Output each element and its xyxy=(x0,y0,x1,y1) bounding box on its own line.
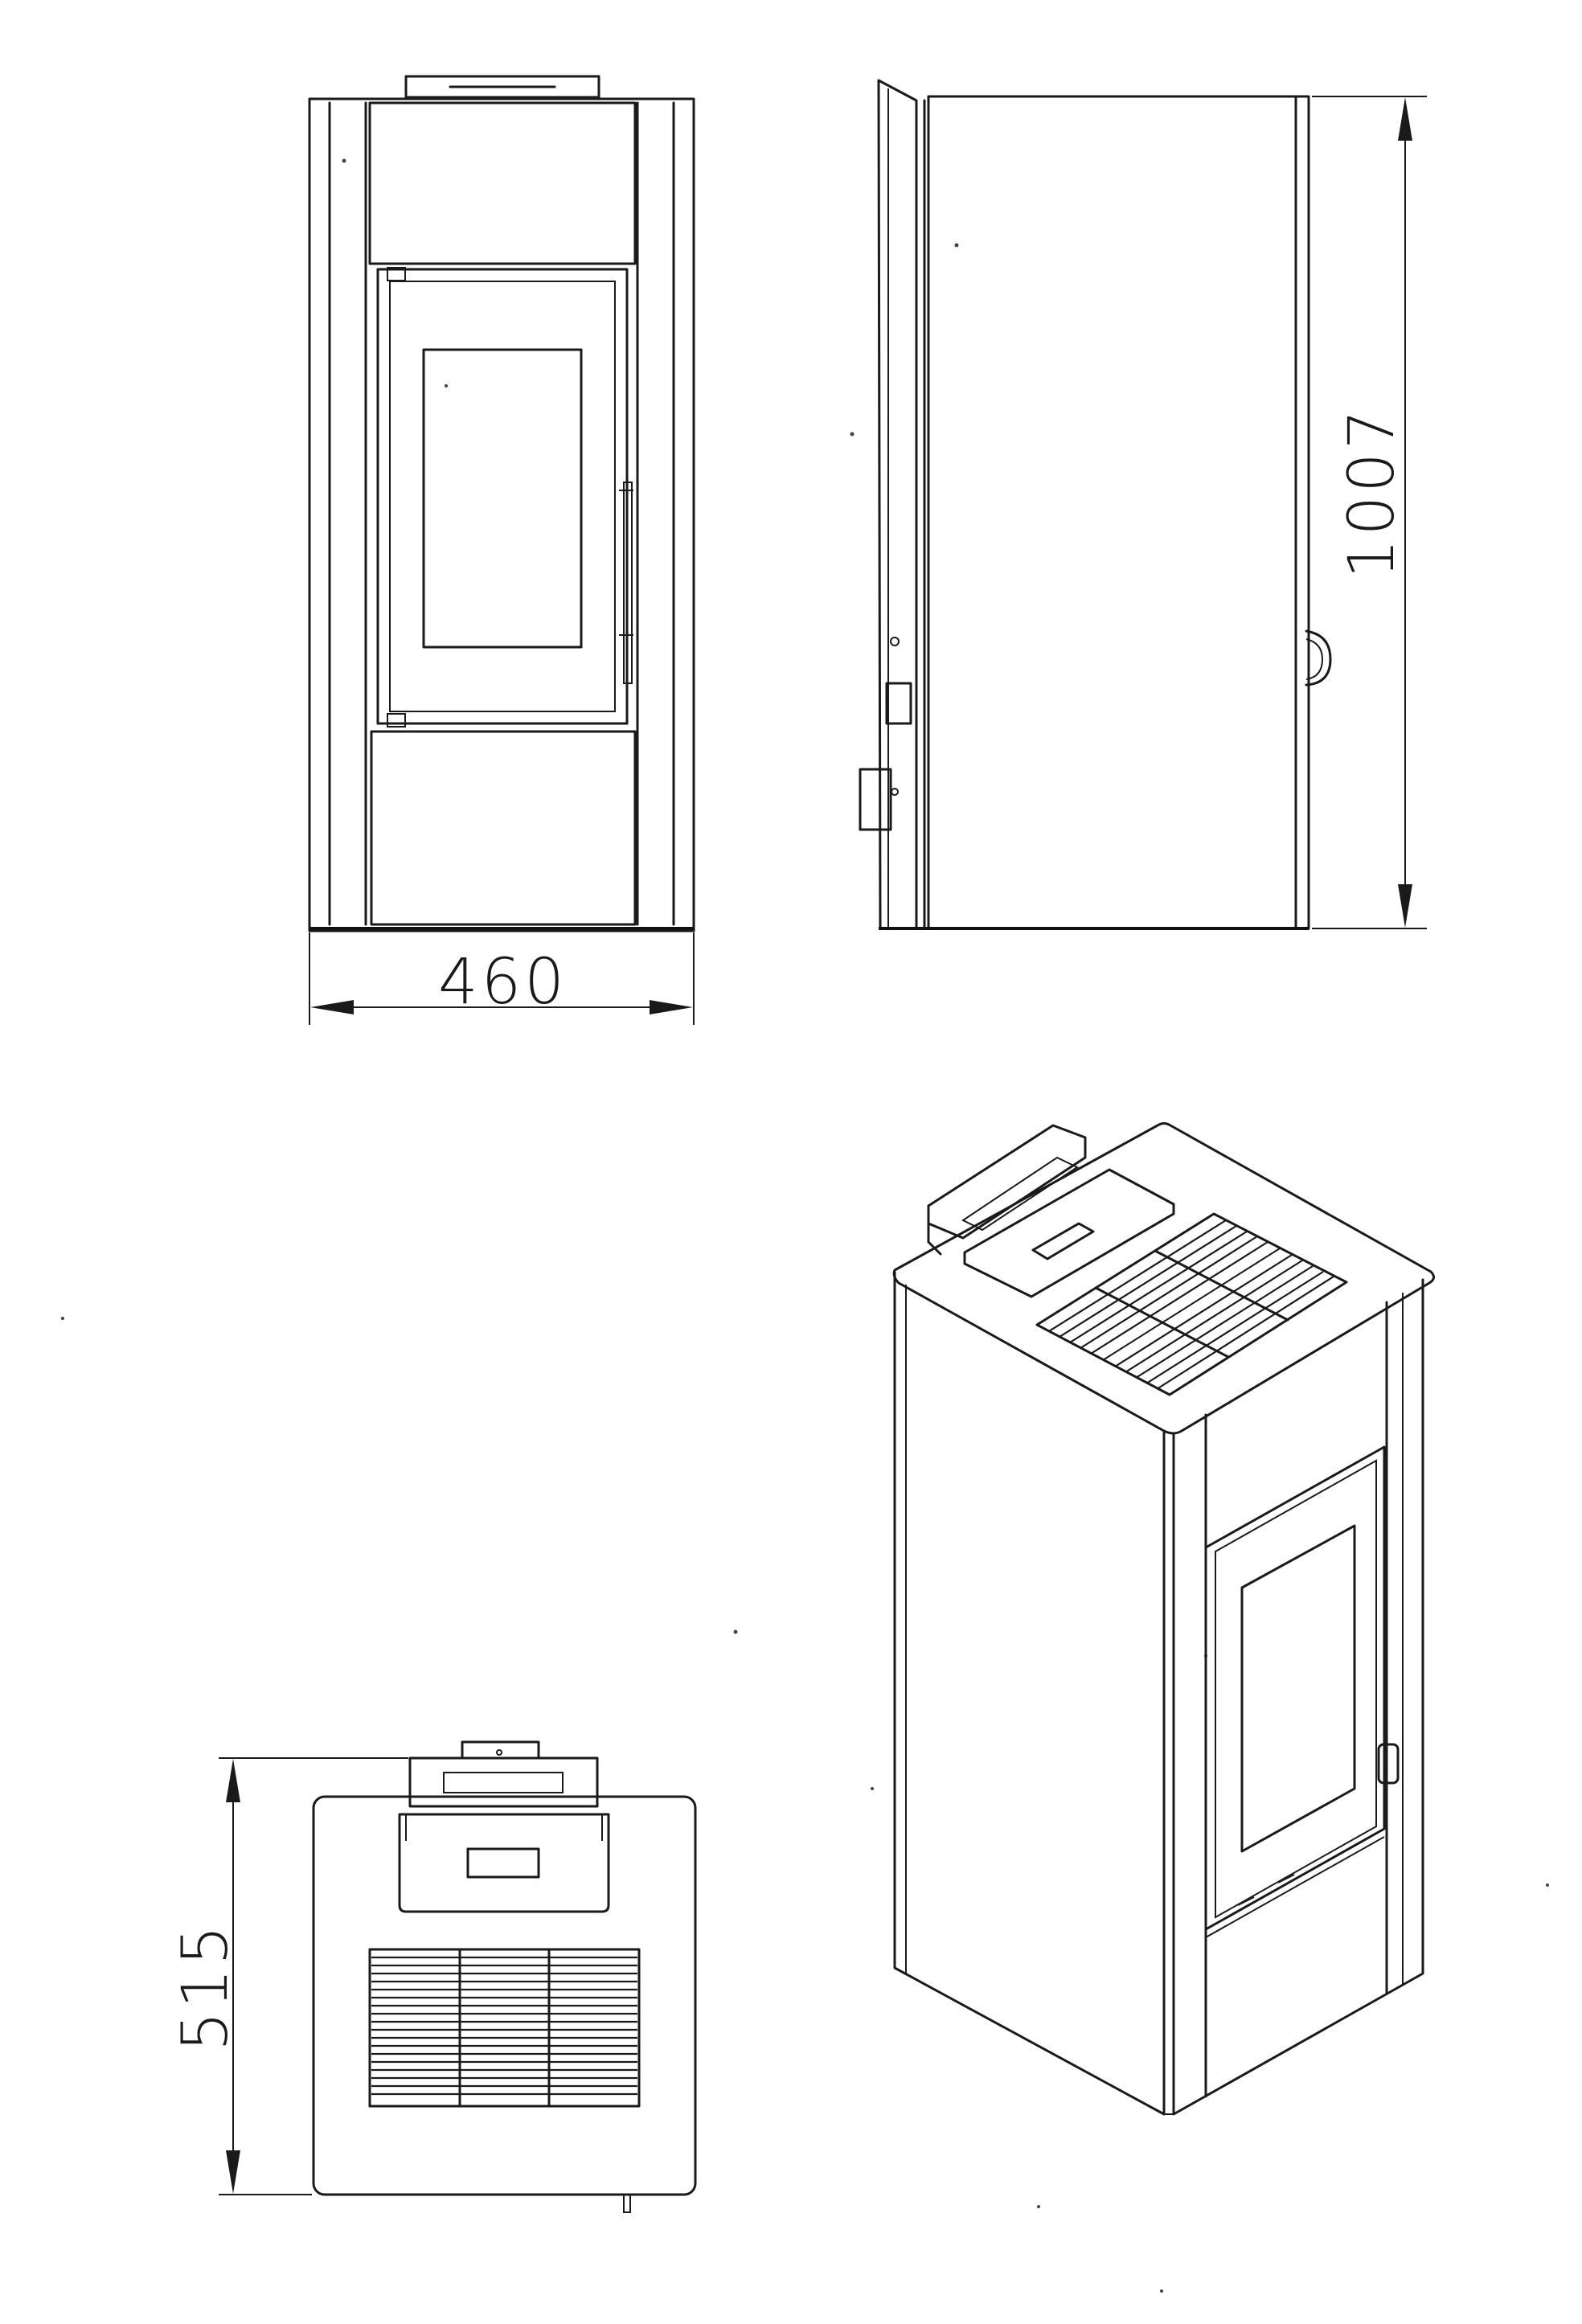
front-view xyxy=(308,75,695,932)
scan-specks xyxy=(61,158,1549,2293)
side-view xyxy=(859,79,1332,930)
height-dimension-label: 1007 xyxy=(1336,406,1408,579)
isometric-grill-slats xyxy=(1048,1219,1334,1390)
depth-dimension: 515 xyxy=(170,1757,408,2195)
top-view-grill-slats xyxy=(371,1956,637,2096)
width-dimension: 460 xyxy=(309,932,695,1025)
depth-dimension-label: 515 xyxy=(170,1922,242,2051)
width-dimension-label: 460 xyxy=(438,946,568,1019)
top-view xyxy=(312,1740,697,2213)
height-dimension: 1007 xyxy=(1312,96,1427,929)
isometric-view xyxy=(892,1122,1435,2116)
